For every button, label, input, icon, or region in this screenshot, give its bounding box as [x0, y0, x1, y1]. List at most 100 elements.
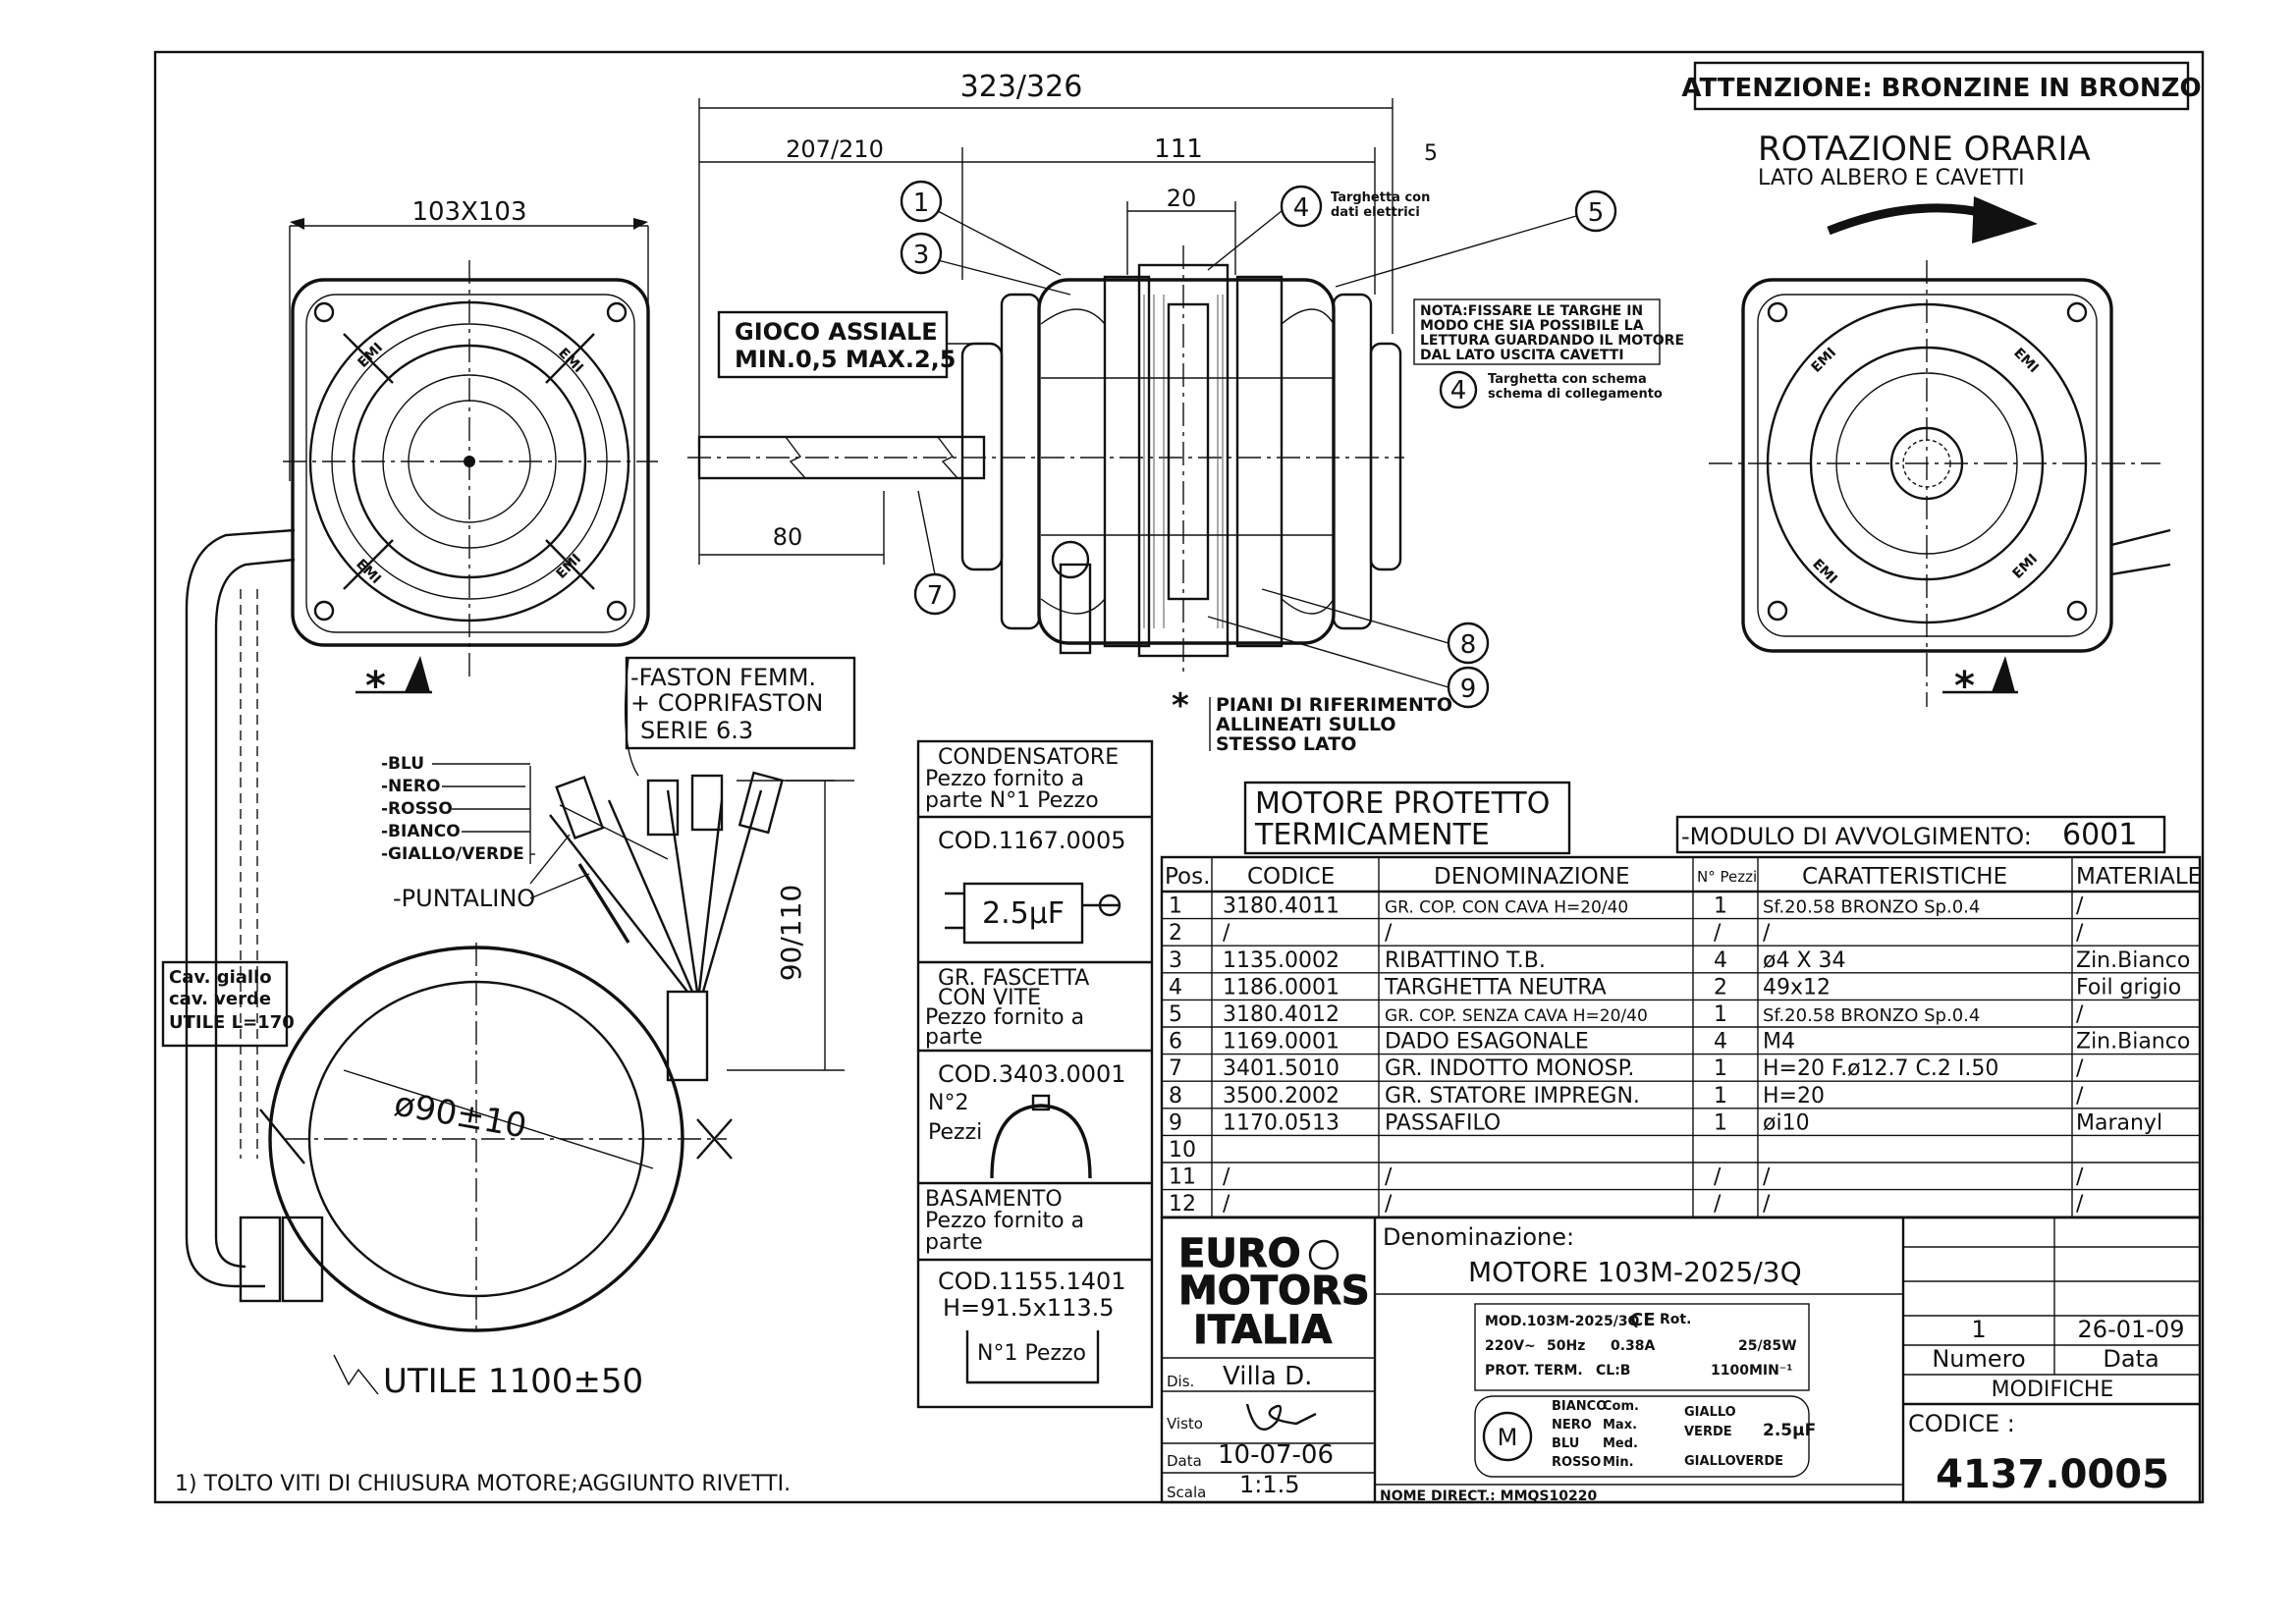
svg-text:-MODULO DI AVVOLGIMENTO:: -MODULO DI AVVOLGIMENTO:	[1681, 823, 2032, 850]
wire-color-labels: -BLU -NERO -ROSSO -BIANCO -GIALLO/VERDE	[381, 754, 535, 864]
svg-text:EMI: EMI	[353, 557, 384, 588]
svg-text:Pezzo fornito a: Pezzo fornito a	[925, 1005, 1084, 1030]
svg-text:MOTORS: MOTORS	[1178, 1269, 1370, 1314]
bom-cell: Foil grigio	[2076, 975, 2181, 1000]
svg-text:UTILE L=170: UTILE L=170	[169, 1012, 295, 1033]
svg-text:MODIFICHE: MODIFICHE	[1992, 1378, 2114, 1402]
svg-text:CODICE: CODICE	[1247, 864, 1335, 890]
svg-text:ITALIA: ITALIA	[1193, 1308, 1332, 1353]
bom-cell: 1186.0001	[1223, 975, 1339, 1000]
bom-cell: 3180.4011	[1223, 894, 1339, 919]
bom-cell: Zin.Bianco	[2076, 948, 2190, 973]
balloon-9: 9	[1460, 675, 1477, 704]
bom-cell: 1170.0513	[1223, 1110, 1339, 1135]
bom-cell: /	[1385, 1192, 1393, 1217]
signature-scribble	[1245, 1403, 1317, 1431]
bom-cell: 1	[1714, 1084, 1727, 1109]
cable-length: UTILE 1100±50	[383, 1362, 643, 1401]
bom-cell: /	[2076, 1192, 2084, 1217]
bom-cell: RIBATTINO T.B.	[1385, 948, 1546, 973]
motor-protected-box: MOTORE PROTETTO TERMICAMENTE	[1243, 781, 1571, 855]
vertical-dimension: 90/110	[775, 885, 807, 982]
svg-text:EURO: EURO	[1178, 1231, 1301, 1276]
bom-cell: /	[2076, 1056, 2084, 1081]
capacitor-icon	[962, 882, 1084, 945]
winding-module-value: 6001	[2062, 818, 2137, 852]
connector-right	[281, 1216, 324, 1303]
svg-text:EMI: EMI	[355, 340, 387, 371]
motor-side-view	[687, 245, 1404, 677]
svg-text:Cav. giallo: Cav. giallo	[169, 967, 272, 988]
svg-text:GR. FASCETTA: GR. FASCETTA	[938, 966, 1089, 991]
svg-text:Pezzi: Pezzi	[928, 1120, 982, 1145]
capacitor-value: 2.5µF	[982, 896, 1065, 931]
svg-text:PROT. TERM.: PROT. TERM.	[1485, 1363, 1583, 1379]
svg-text:ROSSO: ROSSO	[1552, 1455, 1601, 1470]
svg-text:BASAMENTO: BASAMENTO	[925, 1187, 1063, 1212]
clamp-icon	[990, 1104, 1092, 1179]
plate-note: NOTA:FISSARE LE TARGHE IN MODO CHE SIA P…	[1413, 298, 1684, 365]
svg-text:N° Pezzi: N° Pezzi	[1697, 868, 1757, 886]
wire-giallo-verde: -GIALLO/VERDE	[381, 844, 524, 864]
svg-text:50Hz: 50Hz	[1547, 1338, 1585, 1354]
title-block: EURO MOTORS ITALIA Dis. Villa D. Visto D…	[1160, 1216, 2202, 1504]
svg-text:Max.: Max.	[1603, 1418, 1637, 1433]
coil-diameter: ø90±10	[391, 1084, 529, 1146]
bom-cell: 1	[1169, 894, 1182, 919]
bom-cell: /	[1714, 1192, 1722, 1217]
svg-text:ALLINEATI SULLO: ALLINEATI SULLO	[1216, 714, 1396, 735]
flange-dimension: 103X103	[411, 197, 526, 227]
basamento-code: COD.1155.1401	[938, 1268, 1126, 1295]
bom-cell: GR. INDOTTO MONOSP.	[1385, 1056, 1634, 1081]
connector-left	[239, 1216, 282, 1303]
svg-text:Targhetta con: Targhetta con	[1331, 190, 1430, 205]
bom-cell: /	[1714, 1165, 1722, 1190]
asterisk-right: *	[1954, 664, 1975, 709]
modification-number: 1	[1971, 1316, 1986, 1343]
rotation-arrowhead-icon	[1972, 196, 2038, 243]
bom-cell: ø4 X 34	[1763, 948, 1846, 973]
bom-cell: H=20 F.ø12.7 C.2 I.50	[1763, 1056, 1998, 1081]
stator-width-dimension: 20	[1167, 185, 1197, 212]
bom-table: Pos. CODICE DENOMINAZIONE N° Pezzi CARAT…	[1160, 855, 2202, 1219]
svg-text:EMI: EMI	[1809, 557, 1840, 588]
balloon-3: 3	[913, 241, 930, 270]
bom-cell: /	[2076, 894, 2084, 919]
bom-cell: 1135.0002	[1223, 948, 1339, 973]
bom-cell: Sf.20.58 BRONZO Sp.0.4	[1763, 1005, 1980, 1026]
svg-text:CARATTERISTICHE: CARATTERISTICHE	[1802, 864, 2007, 890]
svg-text:*: *	[1172, 686, 1189, 726]
bom-cell: /	[1223, 921, 1230, 946]
svg-text:GIALLO: GIALLO	[1684, 1405, 1736, 1420]
svg-text:NERO: NERO	[1552, 1418, 1592, 1433]
bom-cell: /	[1763, 921, 1771, 946]
bom-row: 12/////	[1169, 1192, 2084, 1217]
bom-cell: /	[2076, 1002, 2084, 1027]
rotation-arrow-icon	[1827, 203, 1991, 236]
wire-bianco: -BIANCO	[381, 822, 461, 841]
plate-data-note: Targhetta con dati elettrici	[1331, 190, 1430, 220]
drawing-code: 4137.0005	[1936, 1452, 2169, 1497]
svg-text:N°1 Pezzo: N°1 Pezzo	[977, 1341, 1086, 1366]
svg-text:EMI: EMI	[1809, 345, 1840, 376]
svg-text:Scala: Scala	[1167, 1484, 1206, 1501]
company-logo: EURO MOTORS ITALIA	[1178, 1231, 1371, 1354]
bom-row: 11/////	[1169, 1165, 2084, 1190]
svg-text:Pezzo fornito a: Pezzo fornito a	[925, 767, 1084, 791]
footnote: 1) TOLTO VITI DI CHIUSURA MOTORE;AGGIUNT…	[175, 1472, 791, 1496]
side-view-dimensions: 323/326 207/210 111 5 20 80	[698, 70, 1438, 565]
svg-text:Numero: Numero	[1932, 1345, 2025, 1373]
svg-text:Data: Data	[2103, 1345, 2159, 1373]
svg-text:SERIE 6.3: SERIE 6.3	[640, 717, 753, 744]
svg-text:CON VITE: CON VITE	[938, 986, 1041, 1010]
svg-text:0.38A: 0.38A	[1611, 1338, 1656, 1354]
svg-text:TERMICAMENTE: TERMICAMENTE	[1254, 818, 1490, 852]
bom-cell: 49x12	[1763, 975, 1831, 1000]
svg-text:dati elettrici: dati elettrici	[1331, 205, 1420, 220]
reference-planes-note: * PIANI DI RIFERIMENTO ALLINEATI SULLO S…	[1172, 686, 1452, 755]
cavo-giallo-note: Cav. giallo cav. verde UTILE L=170	[161, 960, 295, 1048]
